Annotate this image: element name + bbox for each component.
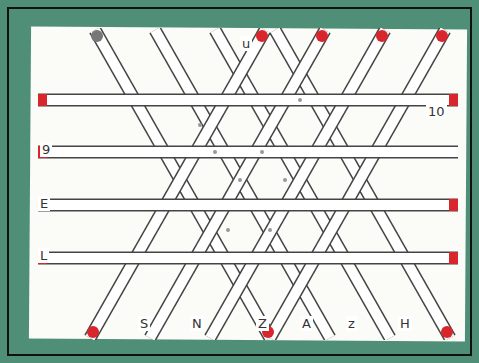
strip-number: S xyxy=(138,316,150,331)
strip-number: A xyxy=(300,316,313,331)
strip-number: z xyxy=(346,316,357,331)
strip-number: E xyxy=(38,196,50,211)
strip-number: H xyxy=(398,316,412,331)
strip-number: N xyxy=(190,316,204,331)
strip-number: Z xyxy=(256,316,269,331)
strip-number: L xyxy=(38,248,49,263)
strip-number: u xyxy=(240,36,252,51)
strip-number: 10 xyxy=(426,104,447,119)
strip-number: 9 xyxy=(40,142,52,157)
